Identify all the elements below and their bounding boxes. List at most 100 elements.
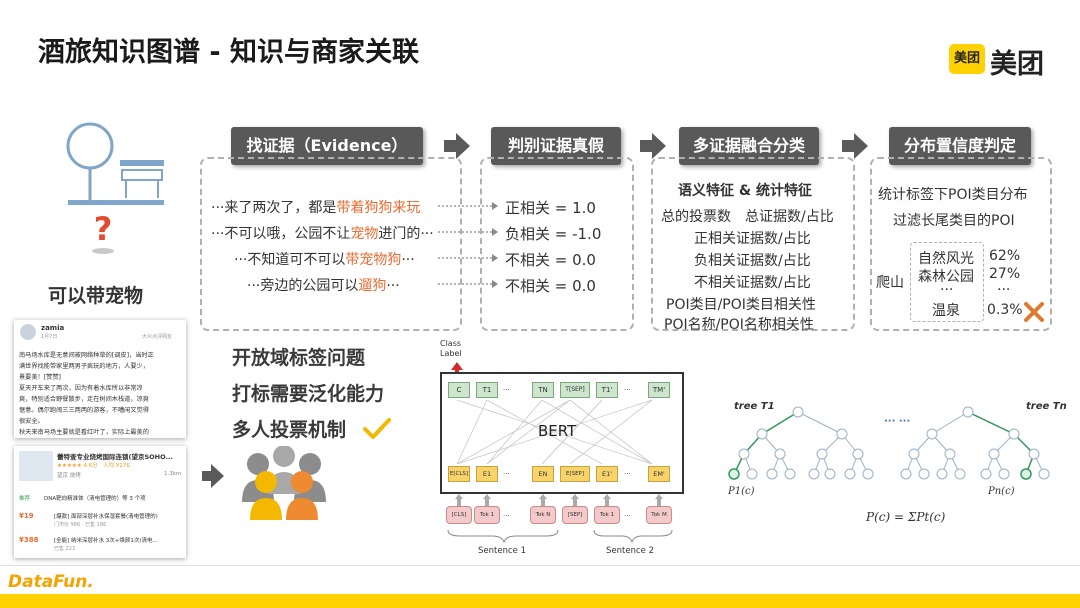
bert-input-token: [SEP] — [562, 506, 588, 524]
bert-input-token: [CLS] — [446, 506, 472, 524]
footer-bar — [0, 594, 1080, 608]
listing-distance: 1.3km — [164, 471, 182, 477]
listing-desc: DNA靶向精准体（清电管理的）等 3 个项 — [44, 496, 146, 502]
tree-tn-probability: Pn(c) — [988, 486, 1015, 497]
features-header: 语义特征 & 统计特征 — [678, 183, 812, 199]
arrow-right-icon — [842, 133, 868, 159]
meituan-logo-badge: 美团 — [949, 44, 985, 74]
arrow-right-icon — [444, 133, 470, 159]
confidence-line1: 统计标签下POI类目分布 — [878, 187, 1028, 203]
sentence-brackets — [447, 529, 673, 544]
bert-embedding-token: E[CLS] — [448, 466, 470, 482]
tree-t1-probability: P1(c) — [728, 486, 755, 497]
bert-input-token: ... — [624, 510, 631, 518]
bert-input-token: Tok 1 — [594, 506, 620, 524]
feature-item: 负相关证据数/占比 — [694, 253, 811, 269]
feature-item: 正相关证据数/占比 — [694, 231, 811, 247]
sentence1-label: Sentence 1 — [478, 546, 526, 556]
bert-embedding-token: E1 — [476, 466, 498, 482]
bert-embedding-token: E1' — [596, 466, 618, 482]
listing-photo — [19, 451, 53, 481]
bert-embedding-token: EM' — [648, 466, 670, 482]
forest-formula: P(c) = ΣPt(c) — [866, 510, 946, 524]
category-value: ··· — [997, 282, 1011, 298]
review-source: 大众点评网友 — [142, 334, 173, 340]
bert-embedding-token: EN — [532, 466, 554, 482]
bert-output-token: T[SEP] — [560, 382, 590, 398]
bert-output-token: ... — [624, 384, 631, 392]
bert-output-token: TM' — [648, 382, 670, 398]
class-label: Class Label — [440, 339, 462, 358]
evidence-panel — [200, 157, 462, 331]
evidence-line: ···不知道可不可以带宠物狗··· — [234, 252, 415, 268]
meituan-logo-text: 美团 — [990, 49, 1044, 80]
category-value: 0.3% — [987, 302, 1023, 318]
category-value: 27% — [989, 266, 1021, 282]
signpost-icon — [66, 122, 164, 205]
category-value: 62% — [989, 248, 1021, 264]
page-title: 酒旅知识图谱 - 知识与商家关联 — [38, 37, 420, 68]
deal-sub: 门市价 ¥86 已售 186 — [54, 522, 107, 528]
listing-rating: ★★★★★ 4.6分 人均 ¥276 — [57, 463, 130, 469]
root-category: 爬山 — [876, 275, 904, 291]
forest-ellipsis: ··· ··· — [884, 416, 911, 427]
feature-item: POI名称/POI名称相关性 — [664, 317, 814, 333]
judgement-neutral: 不相关 = 0.0 — [505, 251, 596, 269]
note-voting: 多人投票机制 — [232, 419, 347, 441]
feature-item: POI类目/POI类目相关性 — [666, 297, 816, 313]
deal-price: ¥388 — [19, 536, 39, 544]
sentence2-label: Sentence 2 — [606, 546, 654, 556]
deal-price: ¥19 — [19, 512, 34, 520]
footer-divider — [0, 565, 1080, 566]
listing-tag: 推荐 — [19, 496, 31, 502]
feature-item: 不相关证据数/占比 — [694, 275, 811, 291]
left-caption: 可以带宠物 — [48, 285, 144, 307]
category-box — [910, 242, 984, 322]
bert-label: BERT — [538, 422, 577, 440]
bert-embedding-token: ... — [624, 468, 631, 476]
bert-output-token: T1' — [596, 382, 618, 398]
check-icon — [363, 418, 391, 439]
bert-output-token: T1 — [476, 382, 498, 398]
input-arrows — [455, 494, 663, 506]
judgement-negative: 负相关 = -1.0 — [505, 225, 602, 243]
question-mark-icon: ? — [92, 212, 114, 254]
bert-input-token: ... — [503, 510, 510, 518]
bert-input-token: Tok 1 — [474, 506, 500, 524]
arrow-right-icon — [640, 133, 666, 159]
bert-output-token: TN — [532, 382, 554, 398]
bert-output-token: C — [448, 382, 470, 398]
feature-item: 总的投票数 总证据数/占比 — [661, 209, 834, 225]
people-group-icon — [242, 446, 326, 520]
listing-name: 蕾特查专业烧烤国际连锁(望京SOHO... — [57, 453, 173, 461]
evidence-line: ···不可以哦，公园不让宠物进门的··· — [211, 226, 434, 242]
review-user: zamia — [41, 324, 65, 332]
deal-text: [爆款] 面部深层补水保湿套餐(清电管理的) — [54, 514, 158, 520]
cross-icon — [1024, 302, 1044, 322]
category-item: 温泉 — [932, 303, 960, 319]
datafun-logo: DataFun. — [8, 572, 94, 592]
bert-input-token: Tok M — [646, 506, 672, 524]
confidence-line2: 过滤长尾类目的POI — [893, 213, 1015, 229]
tree-tn-label: tree Tn — [1026, 401, 1067, 412]
note-generalization: 打标需要泛化能力 — [232, 383, 385, 405]
arrow-right-icon — [202, 464, 224, 488]
review-card: zamia 1月7日 大众点评网友 南马场水库是无意间被网络种草的[调皮]，当时… — [14, 320, 186, 438]
category-item: 森林公园 — [918, 269, 974, 285]
judgement-positive: 正相关 = 1.0 — [505, 199, 596, 217]
avatar — [20, 324, 36, 340]
features-panel — [651, 157, 855, 331]
bert-embedding-token: ... — [503, 468, 510, 476]
listing-area: 望京 烧烤 — [57, 473, 81, 479]
tree-t1-label: tree T1 — [734, 401, 775, 412]
category-item: 自然风光 — [918, 251, 974, 267]
evidence-connectors — [438, 202, 498, 288]
note-open-domain: 开放域标签问题 — [232, 347, 366, 369]
bert-output-token: ... — [503, 384, 510, 392]
judgement-neutral: 不相关 = 0.0 — [505, 277, 596, 295]
svg-text:?: ? — [94, 212, 113, 248]
confidence-panel — [870, 157, 1052, 331]
judgement-panel — [480, 157, 634, 331]
random-forest-trees — [728, 406, 1050, 480]
deal-sub: 已售 223 — [54, 546, 76, 552]
